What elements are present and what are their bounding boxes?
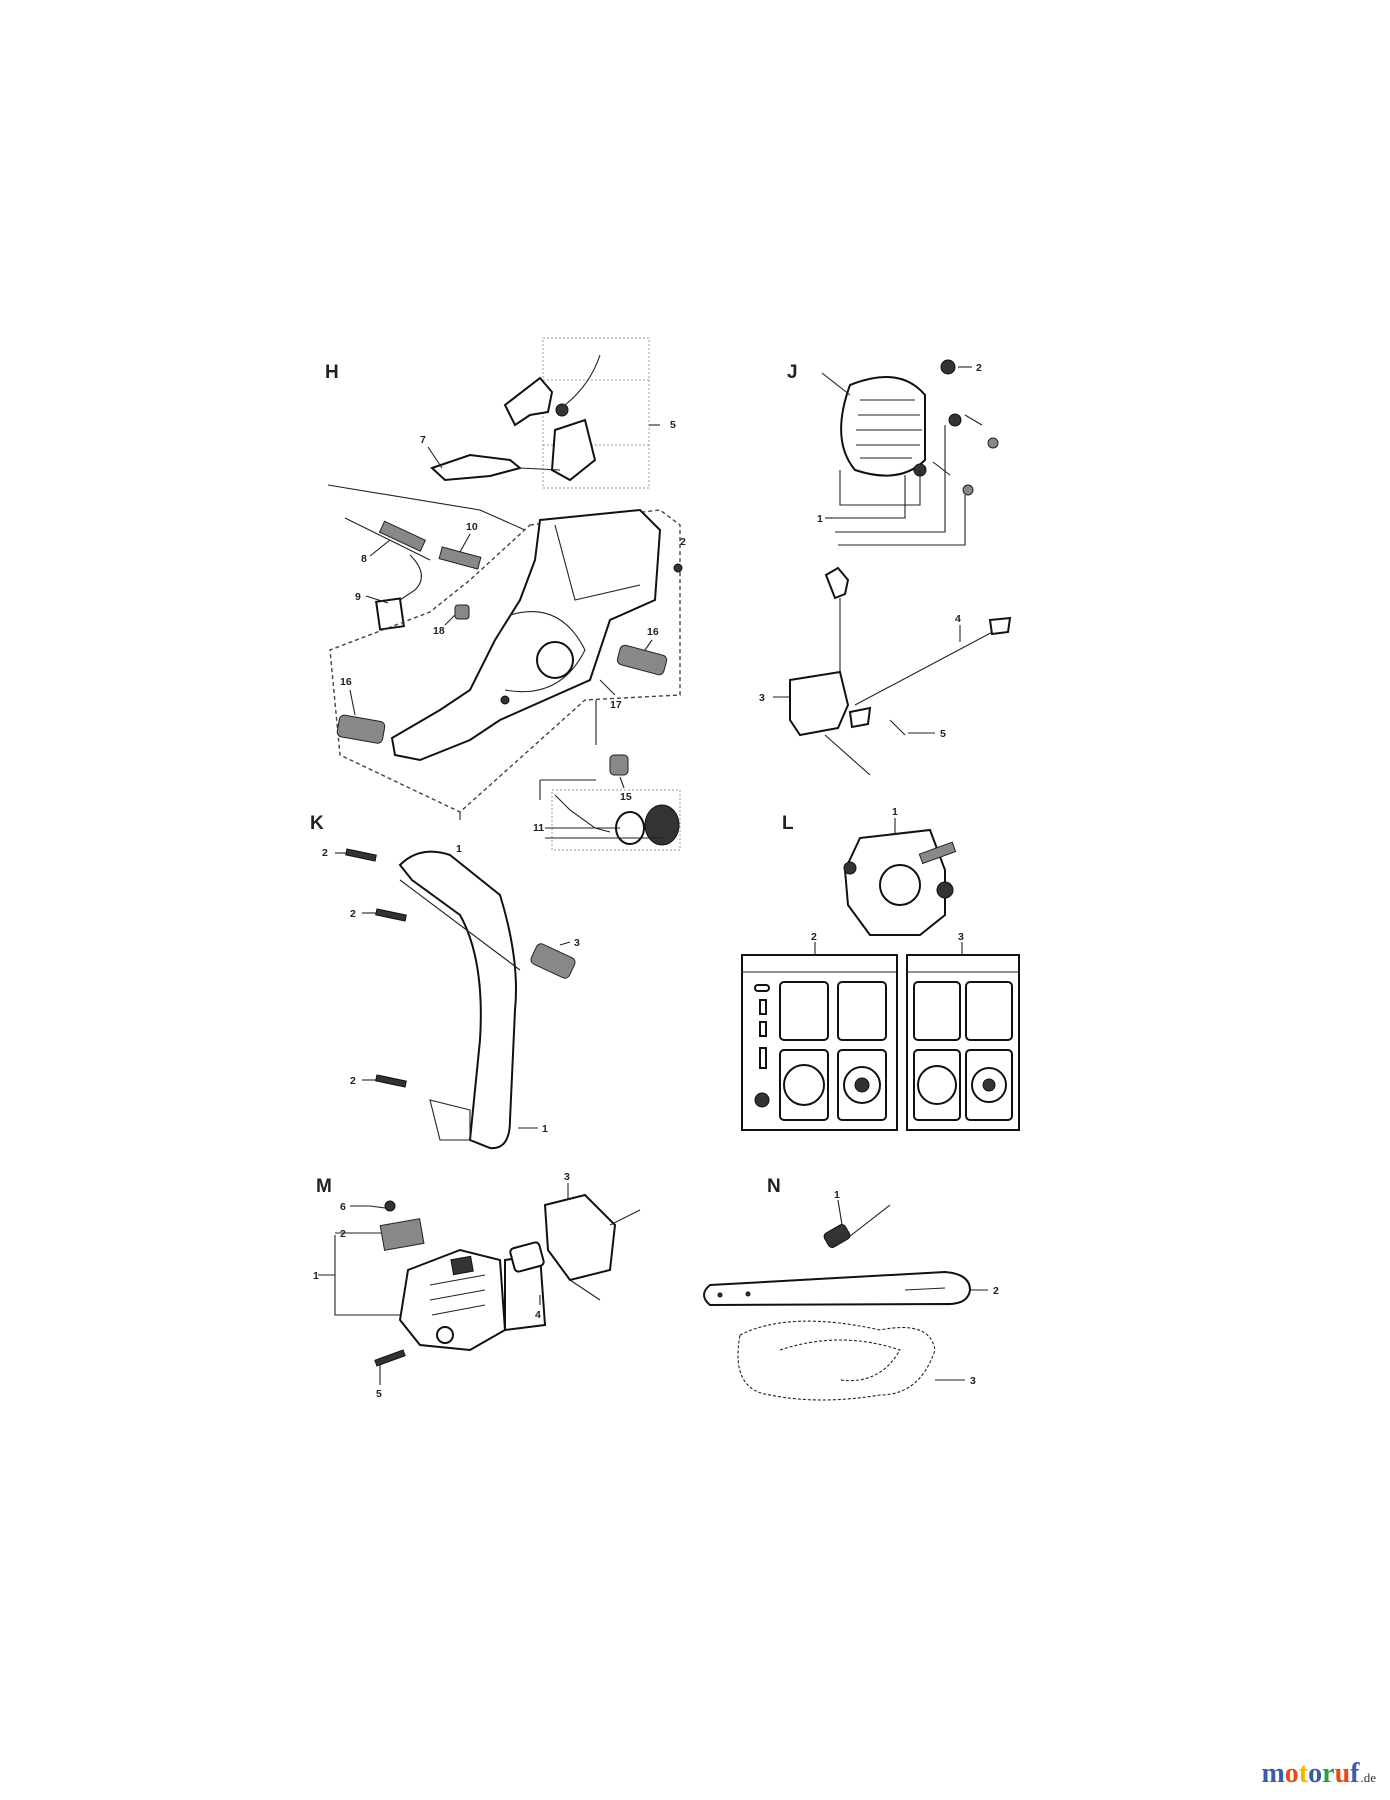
throttle-trigger <box>550 418 597 482</box>
av-spring-left <box>336 714 386 744</box>
watermark-letter: f <box>1350 1758 1360 1789</box>
callout-m-6: 6 <box>340 1201 346 1213</box>
section-l-letter: L <box>782 813 794 834</box>
section-h: H <box>325 337 686 855</box>
flywheel-nut <box>940 359 956 375</box>
watermark-tld: .de <box>1360 1770 1376 1785</box>
watermark-letter: r <box>1322 1758 1335 1789</box>
choke-rod <box>430 453 523 482</box>
callout-j-5: 5 <box>940 728 946 740</box>
callout-k-2-bottom: 2 <box>350 1075 356 1087</box>
callout-j-2: 2 <box>976 362 982 374</box>
callout-h-16-right: 16 <box>647 626 659 638</box>
watermark-letter: u <box>1334 1758 1351 1789</box>
fuel-cap-box <box>551 789 681 851</box>
guide-bar <box>703 1270 972 1307</box>
callout-h-2: 2 <box>680 536 686 548</box>
av-spring-right <box>616 644 668 676</box>
callout-h-11: 11 <box>533 822 544 834</box>
fuel-filter <box>375 597 405 631</box>
callout-l-2: 2 <box>811 931 817 943</box>
section-k: K 2 2 2 3 1 <box>310 813 580 1150</box>
callout-j-3: 3 <box>759 692 765 704</box>
callout-h-18: 18 <box>433 625 445 637</box>
callout-j-1: 1 <box>817 513 823 525</box>
section-n: N 1 2 3 <box>703 1176 999 1401</box>
front-handle <box>398 850 517 1150</box>
watermark-letter: o <box>1284 1758 1299 1789</box>
section-l: L 1 2 3 <box>741 806 1020 1131</box>
callout-k-2-top: 2 <box>322 847 328 859</box>
callout-k-1: 1 <box>542 1123 548 1135</box>
hose-spring <box>378 520 427 552</box>
callout-h-15: 15 <box>620 791 632 803</box>
watermark-letter: t <box>1298 1758 1309 1789</box>
callout-m-3: 3 <box>564 1171 570 1183</box>
callout-h-17: 17 <box>610 699 622 711</box>
section-j: J 2 1 <box>787 359 999 546</box>
callout-m-1: 1 <box>313 1270 319 1282</box>
section-j-ignition: 3 4 5 <box>759 566 1012 776</box>
watermark-letter: m <box>1261 1758 1285 1789</box>
handle-av-spring <box>530 943 576 979</box>
callout-n-3: 3 <box>970 1375 976 1387</box>
plug <box>454 604 470 620</box>
callout-l-1: 1 <box>892 806 898 818</box>
callout-k-2-mid: 2 <box>350 908 356 920</box>
flywheel <box>840 376 926 477</box>
combination-wrench <box>823 1224 851 1248</box>
section-n-letter: N <box>767 1176 781 1197</box>
callout-h-16-left: 16 <box>340 676 352 688</box>
callout-m-2: 2 <box>340 1228 346 1240</box>
callout-h-1: 1 <box>456 843 462 855</box>
section-j-letter: J <box>787 362 798 383</box>
section-m-letter: M <box>316 1176 332 1197</box>
callout-n-1: 1 <box>834 1189 840 1201</box>
callout-m-5: 5 <box>376 1388 382 1400</box>
callout-k-3: 3 <box>574 937 580 949</box>
spark-arrestor-screen <box>379 1218 425 1251</box>
callout-l-3: 3 <box>958 931 964 943</box>
ignition-module <box>789 670 850 737</box>
section-m: M 1 2 3 4 5 6 <box>313 1171 641 1400</box>
stop-switch-top <box>824 566 850 600</box>
section-k-letter: K <box>310 813 324 834</box>
callout-h-7: 7 <box>420 434 426 446</box>
callout-m-4: 4 <box>535 1309 541 1321</box>
trigger-spring <box>555 403 569 417</box>
throttle-lockout <box>503 376 554 427</box>
section-h-letter: H <box>325 362 339 383</box>
saw-chain <box>737 1320 936 1401</box>
muffler-gasket <box>509 1241 545 1273</box>
watermark-letter: o <box>1308 1758 1323 1789</box>
callout-h-5: 5 <box>670 419 676 431</box>
callout-h-8: 8 <box>361 553 367 565</box>
oil-pump-boss <box>536 641 574 679</box>
fuel-cap <box>644 804 680 846</box>
callout-j-4: 4 <box>955 613 961 625</box>
tank-housing <box>390 508 662 762</box>
callout-n-2: 2 <box>993 1285 999 1297</box>
muffler <box>398 1248 507 1352</box>
motoruf-watermark: motoruf.de <box>1261 1758 1376 1790</box>
cap-o-ring <box>615 811 645 845</box>
muffler-screw-small <box>384 1200 396 1212</box>
cable-spring <box>438 546 482 570</box>
exhaust-plate <box>543 1193 617 1282</box>
callout-h-9: 9 <box>355 591 361 603</box>
callout-h-10: 10 <box>466 521 478 533</box>
nipple <box>609 754 629 776</box>
